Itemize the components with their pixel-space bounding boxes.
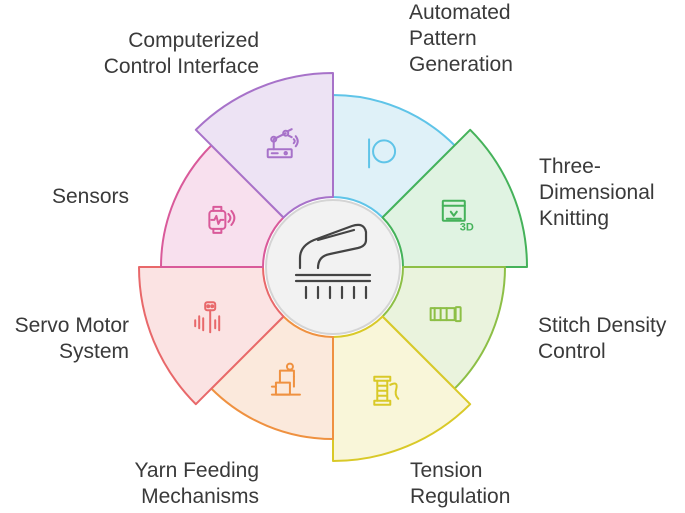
center-hub [265, 199, 401, 335]
segment-stitch [381, 266, 506, 390]
segment-3d [381, 128, 528, 268]
segment-control [194, 72, 334, 219]
segment-yarn [210, 315, 334, 440]
label-line: Regulation [410, 485, 511, 508]
label-servo: Servo Motor System [15, 313, 129, 365]
label-line: Yarn Feeding [134, 459, 259, 482]
label-line: Tension [410, 459, 483, 482]
label-line: Automated [409, 1, 511, 24]
knitting-machine-icon [294, 223, 372, 300]
label-line: Pattern [409, 27, 477, 50]
label-line: Dimensional [539, 181, 655, 204]
segment-sensors [160, 144, 285, 268]
label-line: Control Interface [103, 55, 259, 78]
label-line: Servo Motor [14, 314, 129, 337]
ruler-icon [429, 306, 462, 323]
label-line: Knitting [539, 207, 610, 230]
pattern-icon [368, 138, 397, 169]
label-sensors: Sensors [52, 184, 129, 210]
label-line: Computerized [128, 29, 259, 52]
label-stitch: Stitch Density Control [538, 313, 666, 365]
segment-tension [332, 315, 472, 462]
sewing-machine-icon [270, 362, 301, 396]
segment-servo [138, 266, 285, 406]
label-pattern: Automated Pattern Generation [409, 0, 513, 78]
robot-arm-icon [266, 128, 299, 159]
label-yarn: Yarn Feeding Mechanisms [134, 458, 259, 510]
label-line: Sensors [51, 185, 129, 208]
label-line: Three- [539, 155, 601, 178]
3d-print-icon: 3D [441, 199, 474, 234]
label-line: Stitch Density [538, 314, 667, 337]
label-line: Control [538, 340, 606, 363]
label-tension: Tension Regulation [410, 458, 510, 510]
spool-icon [373, 375, 400, 406]
motor-icon [194, 301, 221, 334]
svg-text:3D: 3D [460, 222, 474, 234]
label-line: Mechanisms [141, 485, 259, 508]
smartwatch-icon [208, 205, 236, 234]
label-control: Computerized Control Interface [104, 28, 259, 80]
label-line: System [58, 340, 129, 363]
label-3d: Three- Dimensional Knitting [539, 154, 655, 232]
label-line: Generation [409, 53, 513, 76]
